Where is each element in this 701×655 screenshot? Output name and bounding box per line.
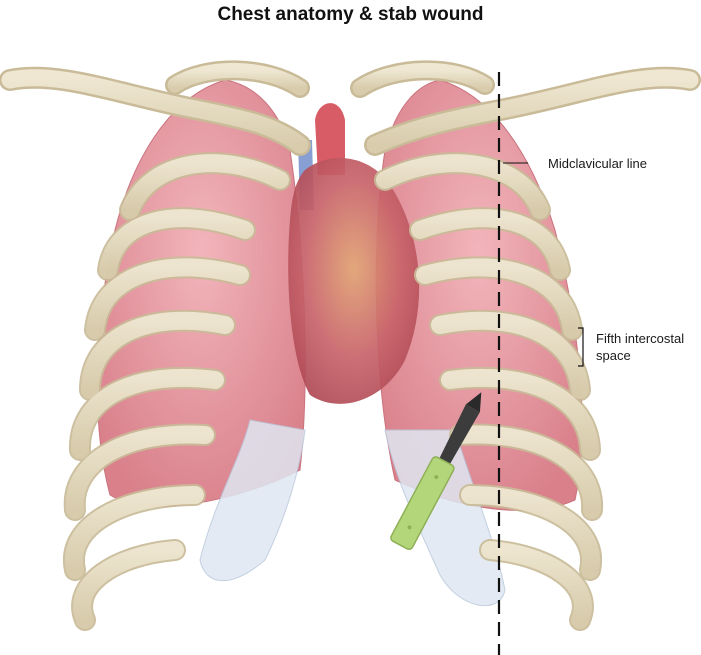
costal-cartilage-right	[199, 419, 306, 582]
clavicle-left	[350, 60, 701, 156]
intercostal-label-line2: space	[596, 348, 631, 363]
midclavicular-label: Midclavicular line	[548, 156, 647, 171]
aorta	[315, 103, 345, 175]
clavicle-right	[0, 60, 311, 156]
intercostal-bracket	[578, 327, 584, 367]
knife-blade	[439, 404, 480, 464]
knife-handle	[390, 456, 455, 551]
knife	[390, 392, 482, 551]
heart	[288, 158, 420, 404]
diagram-title: Chest anatomy & stab wound	[217, 4, 484, 25]
intercostal-label-line1: Fifth intercostal	[596, 331, 685, 346]
